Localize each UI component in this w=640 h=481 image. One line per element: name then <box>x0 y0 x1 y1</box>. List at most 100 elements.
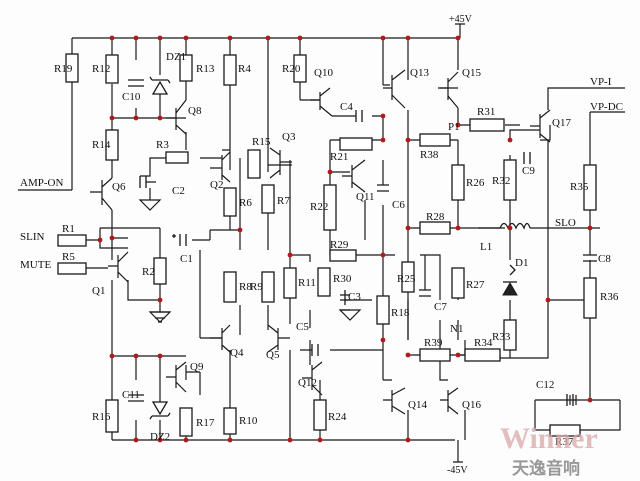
capacitor-c6 <box>377 184 389 192</box>
label-r6: R6 <box>239 197 252 209</box>
label-r14: R14 <box>92 139 111 151</box>
ground-symbols <box>138 199 362 323</box>
capacitor-c11 <box>128 394 144 402</box>
resistor-r9 <box>261 271 275 303</box>
label-r5: R5 <box>62 251 75 263</box>
label-dz2: DZ2 <box>150 431 170 443</box>
transistor-q8 <box>166 99 187 135</box>
signal-mute: MUTE <box>20 259 51 271</box>
label-n1: N1 <box>450 323 463 335</box>
label-q4: Q4 <box>230 347 244 359</box>
label-q5: Q5 <box>266 349 280 361</box>
label-r29: R29 <box>330 239 349 251</box>
resistor-r25 <box>401 261 415 293</box>
resistor-r7 <box>261 184 275 214</box>
diode-d1 <box>502 264 518 296</box>
capacitor-c10 <box>128 79 144 87</box>
label-r9: R9 <box>250 281 263 293</box>
resistor-r18 <box>376 295 390 325</box>
label-q1: Q1 <box>92 285 105 297</box>
zener-dz2 <box>149 401 171 420</box>
capacitor-c3 <box>340 290 350 305</box>
resistor-r3 <box>165 151 189 164</box>
label-r12: R12 <box>92 63 110 75</box>
resistor-r32 <box>503 159 517 201</box>
label-r1: R1 <box>62 223 75 235</box>
label-r15: R15 <box>252 136 271 148</box>
resistor-r30 <box>317 267 331 297</box>
resistor-r22 <box>323 184 337 231</box>
resistor-r4 <box>223 54 237 86</box>
capacitor-c7 <box>419 289 431 297</box>
label-r26: R26 <box>466 177 485 189</box>
resistor-r14 <box>105 129 119 161</box>
label-c5: C5 <box>296 321 309 333</box>
resistor-r6 <box>223 187 237 217</box>
label-r36: R36 <box>600 291 619 303</box>
resistor-r2 <box>153 257 167 285</box>
zener-dz1 <box>149 76 171 95</box>
resistor-r29 <box>329 249 357 262</box>
capacitor-c1 <box>172 234 187 246</box>
label-r21: R21 <box>330 151 348 163</box>
transistor-q15 <box>438 71 459 109</box>
label-r17: R17 <box>196 417 215 429</box>
label-q11: Q11 <box>356 191 375 203</box>
resistor-labels: R19 R12 R14 R13 R4 R3 R15 R6 R7 R8 R9 R1… <box>54 63 619 448</box>
signal-vp-dc: VP-DC <box>590 101 623 113</box>
transistors <box>90 69 551 415</box>
transistor-q2 <box>210 151 231 183</box>
label-r7: R7 <box>277 195 290 207</box>
resistors <box>57 53 597 437</box>
label-c1: C1 <box>180 253 193 265</box>
label-r27: R27 <box>466 279 485 291</box>
wiring <box>18 23 625 463</box>
resistor-r38 <box>419 133 451 147</box>
label-q16: Q16 <box>462 399 481 411</box>
resistor-r11 <box>283 267 297 299</box>
capacitor-c4 <box>355 110 363 122</box>
label-r38: R38 <box>420 149 439 161</box>
label-r8: R8 <box>239 281 252 293</box>
inductor-l1 <box>499 222 531 230</box>
label-c3: C3 <box>348 291 361 303</box>
resistor-r13 <box>179 54 193 82</box>
label-c6: C6 <box>392 199 405 211</box>
resistor-r26 <box>451 164 465 201</box>
resistor-r27 <box>451 267 465 299</box>
label-q12: Q12 <box>298 377 317 389</box>
label-q9: Q9 <box>190 361 204 373</box>
label-r37: R37 <box>555 436 574 448</box>
label-r13: R13 <box>196 63 215 75</box>
label-r10: R10 <box>239 415 258 427</box>
label-q14: Q14 <box>408 399 427 411</box>
supply-labels: +45V -45V <box>447 14 473 476</box>
label-r34: R34 <box>474 337 493 349</box>
transistor-q12 <box>302 361 323 396</box>
transistor-q11 <box>342 159 366 193</box>
label-q8: Q8 <box>188 105 202 117</box>
capacitor-c8 <box>583 254 597 262</box>
capacitor-c12 <box>566 394 574 406</box>
label-r39: R39 <box>424 337 443 349</box>
label-dz1: DZ1 <box>166 51 186 63</box>
label-r25: R25 <box>397 273 416 285</box>
watermark-chinese: 天逸音响 <box>512 458 580 479</box>
resistor-r21 <box>339 137 373 151</box>
label-c10: C10 <box>122 91 141 103</box>
label-r2: R2 <box>142 266 155 278</box>
transistor-q9 <box>166 361 187 393</box>
label-q2: Q2 <box>210 179 223 191</box>
watermark: Winner 天逸音响 <box>500 422 598 479</box>
label-p1: P1 <box>448 121 460 133</box>
label-r11: R11 <box>298 277 316 289</box>
label-q3: Q3 <box>282 131 296 143</box>
capacitor-labels: C10 C11 C2 C1 C4 C6 C3 C5 C7 C9 C8 C12 <box>122 91 611 401</box>
label-l1: L1 <box>480 241 492 253</box>
semiconductors-passives <box>149 76 531 420</box>
resistor-r16 <box>105 399 119 433</box>
resistor-r36 <box>583 277 597 319</box>
label-r16: R16 <box>92 411 111 423</box>
signal-slin: SLIN <box>20 231 45 243</box>
